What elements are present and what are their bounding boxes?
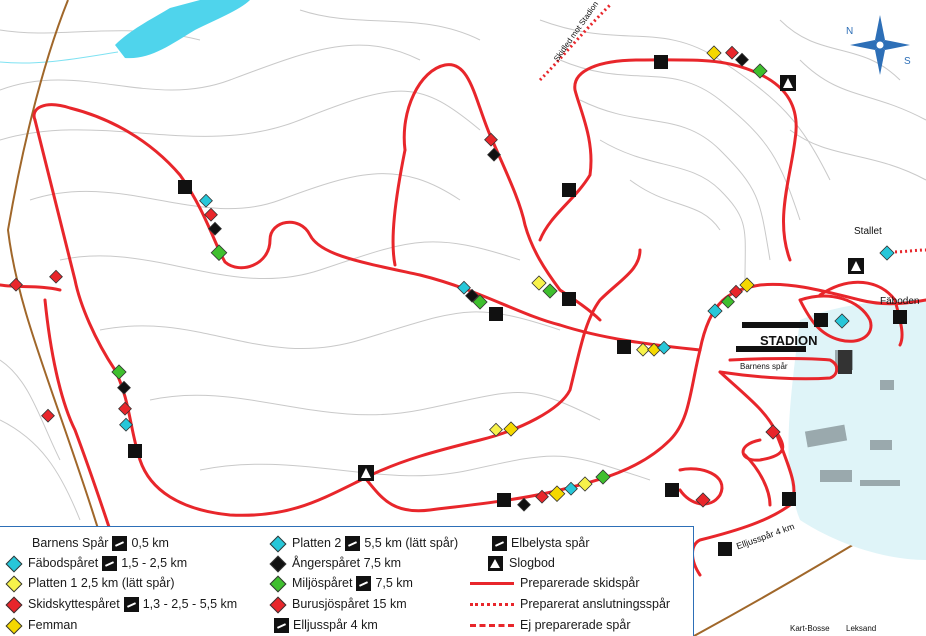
diamond-icon — [5, 596, 23, 614]
barnens-spar-label: Barnens spår — [740, 362, 788, 371]
legend-ej-preparerade: Ej preparerade spår — [470, 617, 630, 633]
legend-platten1: Platten 1 2,5 km (lätt spår) — [5, 575, 175, 593]
stream — [0, 51, 119, 64]
diamond-icon — [5, 617, 23, 635]
dashed-line-icon — [470, 624, 514, 628]
lit-trail-icon — [274, 618, 289, 634]
diamond-icon — [269, 555, 287, 573]
compass-rose — [850, 15, 910, 75]
lit-trail-icon — [356, 576, 372, 592]
trail-markers — [9, 45, 895, 512]
lake — [115, 0, 250, 59]
legend-elljus: Elljusspår 4 km — [270, 617, 378, 634]
shelter-icons — [358, 75, 864, 481]
diamond-icon — [5, 575, 23, 593]
diamond-icon — [269, 596, 287, 614]
legend-preparerade: Preparerade skidspår — [470, 575, 640, 591]
road-west — [6, 0, 131, 636]
legend-slogbod: Slogbod — [488, 555, 555, 572]
faboden-label: Fäboden — [880, 296, 920, 307]
lit-trail-icons — [128, 55, 907, 556]
lit-trail-icon — [492, 536, 507, 552]
diamond-icon — [269, 575, 287, 593]
compass-north: N — [846, 26, 854, 37]
legend-anslutning: Preparerat anslutningsspår — [470, 596, 670, 612]
lit-trail-icon — [102, 556, 118, 572]
compass-south: S — [904, 56, 911, 67]
lit-trail-icon — [112, 536, 128, 552]
stadium — [736, 322, 852, 374]
legend-femman: Femman — [5, 617, 77, 635]
stallet-label: Stallet — [854, 226, 882, 237]
legend-burusjo: Burusjöspåret 15 km — [269, 596, 407, 614]
lit-trail-icon — [345, 536, 361, 552]
lit-trail-icon — [123, 597, 139, 613]
stadium-area — [788, 300, 926, 560]
diamond-icon — [5, 555, 23, 573]
diamond-icon — [269, 535, 287, 553]
trails — [0, 58, 926, 577]
dotted-line-icon — [470, 603, 514, 607]
legend-elbelysta: Elbelysta spår — [488, 535, 590, 552]
legend-angerspar: Ångerspåret 7,5 km — [269, 555, 401, 573]
leksand-label: Leksand — [846, 624, 877, 633]
solid-line-icon — [470, 582, 514, 586]
shelter-icon — [488, 556, 503, 572]
connector-trails — [538, 3, 926, 254]
stadium-label: STADION — [760, 333, 818, 348]
kart-bosse-label: Kart-Bosse — [790, 624, 830, 633]
